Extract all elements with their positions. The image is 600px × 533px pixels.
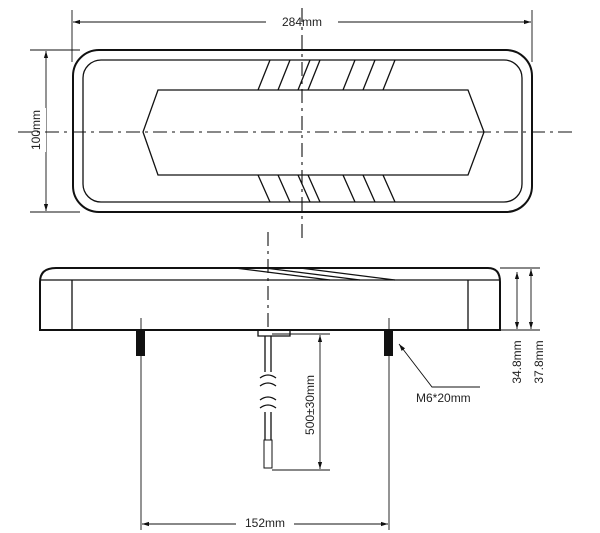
lamp-outer-outline — [72, 49, 533, 213]
cable-gland — [257, 330, 291, 337]
mounting-stud-left — [136, 330, 145, 356]
cable-break-symbol — [259, 374, 277, 409]
height-label: 100mm — [29, 110, 43, 150]
arrow-lens — [142, 89, 485, 176]
stud-spec-label: M6*20mm — [416, 391, 471, 405]
stud-spacing-label: 152mm — [245, 516, 285, 530]
body-depth-label: 34.8mm — [510, 340, 524, 383]
cable-length-label: 500±30mm — [303, 375, 317, 435]
bottom-light-bands — [257, 174, 396, 203]
top-light-bands — [257, 59, 396, 91]
top-view: 284mm 100mm — [18, 8, 575, 242]
stud-leader-line — [398, 343, 480, 388]
total-depth-label: 37.8mm — [532, 340, 546, 383]
side-view: 34.8mm 37.8mm M6*20mm 500±30mm 152mm — [39, 232, 546, 530]
cable — [264, 336, 272, 468]
side-lens-bands — [234, 267, 396, 281]
cable-end — [263, 439, 273, 469]
side-body-outline — [39, 267, 501, 331]
mounting-stud-right — [384, 330, 393, 356]
